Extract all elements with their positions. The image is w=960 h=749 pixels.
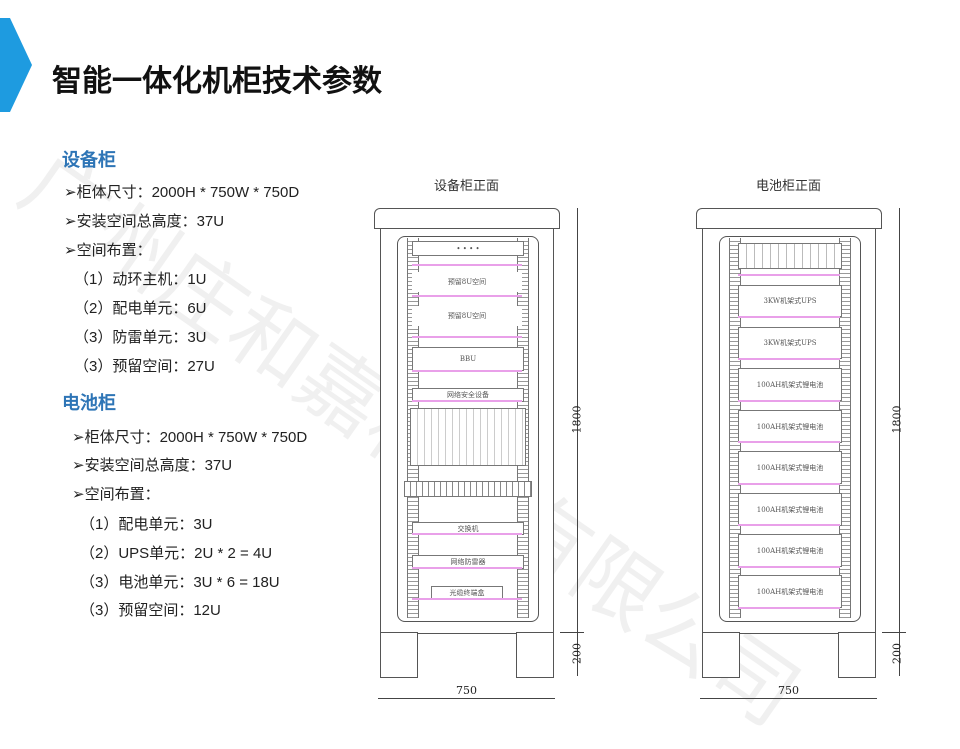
cabinet-foot	[702, 632, 740, 678]
battery-item: ➢柜体尺寸：2000H * 750W * 750D	[72, 429, 308, 446]
surge-protection-unit	[404, 481, 532, 497]
battery-item: （1）配电单元：3U	[80, 516, 213, 533]
monitoring-host: • • • •	[412, 241, 524, 256]
cabinet-frame	[719, 236, 861, 622]
rack-module: 预留8U空间	[412, 272, 522, 292]
rack-module: 预留8U空间	[412, 306, 522, 326]
power-distribution-unit	[410, 408, 526, 466]
power-distribution-unit	[738, 243, 842, 269]
width-dimension: 750	[456, 684, 477, 697]
equipment-heading: 设备柜	[62, 150, 116, 170]
battery-heading: 电池柜	[62, 393, 116, 413]
cabinet-foot	[380, 632, 418, 678]
equipment-item: （3）防雷单元：3U	[74, 329, 207, 346]
battery-item: ➢空间布置：	[72, 486, 160, 503]
battery-cabinet-caption: 电池柜正面	[756, 178, 822, 193]
cabinet-frame	[397, 236, 539, 622]
decorative-chevron-icon	[0, 18, 32, 112]
equipment-cabinet-caption: 设备柜正面	[434, 178, 500, 193]
battery-module: 100AH机架式锂电池	[738, 410, 842, 443]
battery-item: （2）UPS单元：2U * 2 = 4U	[80, 545, 273, 562]
cabinet-top	[696, 208, 882, 229]
battery-module: 100AH机架式锂电池	[738, 368, 842, 401]
cabinet-foot	[516, 632, 554, 678]
equipment-item: （2）配电单元：6U	[74, 300, 207, 317]
battery-module: 100AH机架式锂电池	[738, 493, 842, 526]
cabinet-top	[374, 208, 560, 229]
equipment-item: ➢柜体尺寸：2000H * 750W * 750D	[64, 184, 300, 201]
equipment-item: （1）动环主机：1U	[74, 271, 207, 288]
battery-module: 100AH机架式锂电池	[738, 534, 842, 567]
ups-module: 3KW机架式UPS	[738, 285, 842, 317]
equipment-item: ➢空间布置：	[64, 242, 152, 259]
equipment-item: ➢安装空间总高度：37U	[64, 213, 225, 230]
height-dimension: 1800	[890, 405, 904, 434]
height-dimension: 1800	[570, 405, 584, 434]
battery-item: （3）预留空间：12U	[80, 602, 221, 619]
cabinet-foot	[838, 632, 876, 678]
battery-item: ➢安装空间总高度：37U	[72, 457, 233, 474]
battery-module: 100AH机架式锂电池	[738, 575, 842, 608]
battery-module: 100AH机架式锂电池	[738, 451, 842, 484]
page-title: 智能一体化机柜技术参数	[52, 65, 382, 98]
rack-module: BBU	[412, 347, 524, 371]
base-dimension: 200	[890, 643, 904, 664]
battery-item: （3）电池单元：3U * 6 = 18U	[80, 574, 280, 591]
base-dimension: 200	[570, 643, 584, 664]
width-dimension: 750	[778, 684, 799, 697]
ups-module: 3KW机架式UPS	[738, 327, 842, 359]
equipment-item: （3）预留空间：27U	[74, 358, 215, 375]
